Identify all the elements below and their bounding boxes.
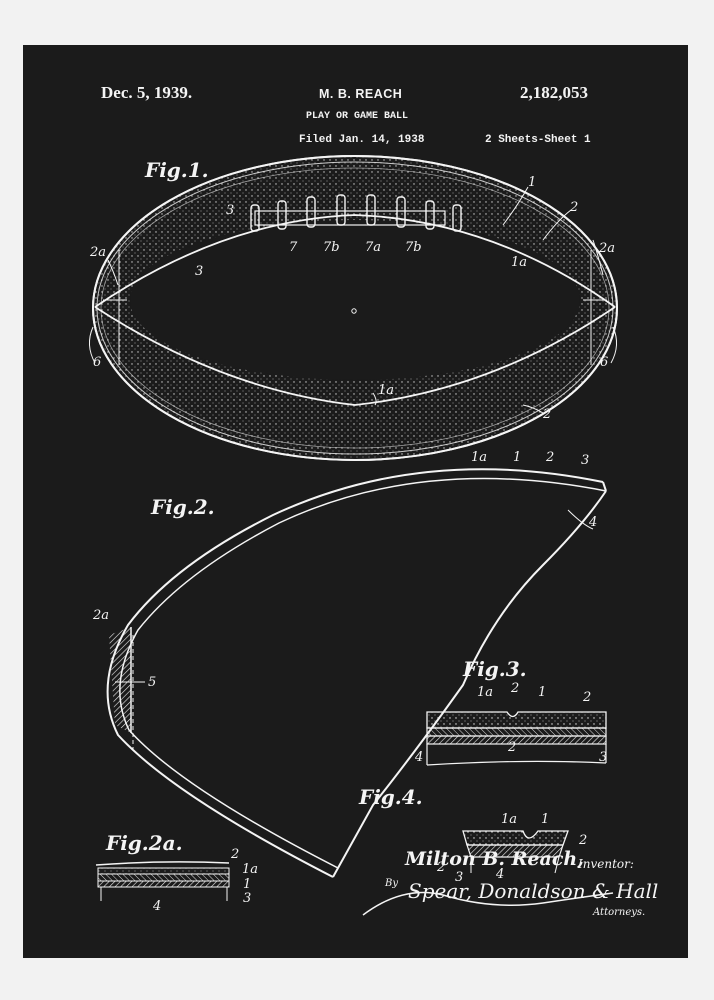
callout: 2 [570,200,579,215]
fig2-label: Fig.2. [151,495,215,519]
inventor-signature: Milton B. Reach, [405,848,584,870]
inventor-caption: Inventor: [578,857,634,871]
callout: 3 [243,891,252,906]
callout: 1a [471,450,488,465]
callout: 7b [323,240,340,255]
callout: 1a [242,862,259,877]
fig2a-label: Fig.2a. [106,831,183,855]
fig3-label: Fig.3. [463,657,527,681]
callout: 1 [513,450,522,465]
callout: 3 [195,264,204,279]
callout: 6 [600,355,609,370]
callout: 4 [589,515,598,530]
callout: 3 [226,203,235,218]
callout: 6 [93,355,102,370]
callout: 2 [437,860,446,875]
patent-number: 2,182,053 [520,83,588,102]
filed-date: Filed Jan. 14, 1938 [299,134,425,146]
sheet-count: 2 Sheets-Sheet 1 [485,134,591,146]
attorneys-signature: Spear, Donaldson & Hall [408,879,659,903]
callout: 1a [511,255,528,270]
patent-blueprint-panel: Dec. 5, 1939. M. B. REACH 2,182,053 PLAY… [23,45,688,958]
callout: 1a [378,383,395,398]
fig4-detail-drawing [462,830,569,874]
callout: 1a [477,685,494,700]
callout: 7b [405,240,422,255]
callout: 2a [90,245,107,260]
callout: 2a [599,241,616,256]
fig2a-detail-drawing [95,861,230,901]
callout: 2 [579,833,588,848]
callout: 2 [508,740,517,755]
callout: 2 [543,407,552,422]
callout: 4 [496,867,505,882]
patent-title: PLAY OR GAME BALL [306,111,409,122]
by-label: By [385,878,398,889]
callout: 5 [148,675,157,690]
callout: 1a [501,812,518,827]
callout: 4 [153,899,162,914]
callout: 4 [415,750,424,765]
signature-flourish [362,891,614,916]
callout: 1 [541,812,550,827]
callout: 1 [243,877,252,892]
callout: 3 [599,750,608,765]
fig2-cross-section-drawing [106,468,607,878]
patent-drawings [89,155,618,916]
callout: 2 [583,690,592,705]
fig3-detail-drawing [426,711,607,766]
callout: 2 [546,450,555,465]
inventor-header: M. B. REACH [319,87,403,101]
callout: 2 [231,847,240,862]
fig4-label: Fig.4. [359,785,423,809]
fig1-football-drawing [89,155,618,461]
callout: 1 [538,685,547,700]
callout: 3 [581,453,590,468]
callout: 2 [511,681,520,696]
attorneys-caption: Attorneys. [593,907,646,918]
patent-date: Dec. 5, 1939. [101,83,193,102]
callout: 1 [528,175,537,190]
fig1-label: Fig.1. [145,158,209,182]
callout: 2a [93,608,110,623]
callout: 3 [455,870,464,885]
callout: 7a [365,240,382,255]
callout: 7 [289,240,298,255]
